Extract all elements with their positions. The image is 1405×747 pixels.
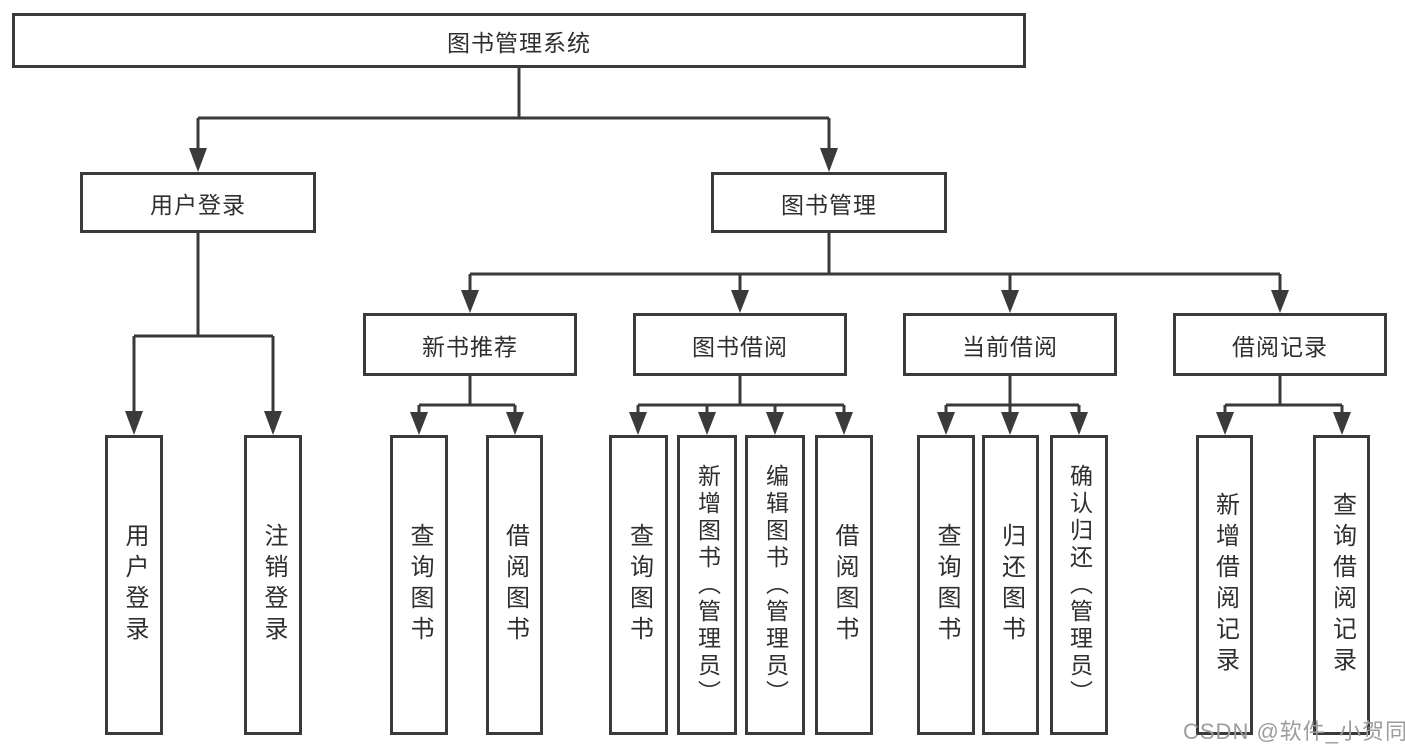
leaf-borrow-books-2: 借阅图书 xyxy=(815,435,873,735)
leaf-edit-books-admin: 编辑图书（管理员） xyxy=(745,435,805,735)
connector-current-borrow-group xyxy=(937,376,1088,435)
node-book-management: 图书管理 xyxy=(711,172,947,233)
connector-book-management-group xyxy=(461,233,1289,313)
csdn-watermark: CSDN @软件_小贺同学 xyxy=(1183,719,1405,744)
node-library-system: 图书管理系统 xyxy=(12,13,1026,68)
connector-new-book-group xyxy=(410,376,524,435)
node-new-book-recommend: 新书推荐 xyxy=(363,313,577,376)
node-current-borrow: 当前借阅 xyxy=(903,313,1117,376)
leaf-logout: 注销登录 xyxy=(244,435,302,735)
leaf-query-books-3: 查询图书 xyxy=(917,435,975,735)
leaf-borrow-books-1: 借阅图书 xyxy=(486,435,543,735)
connector-borrow-records-group xyxy=(1216,376,1351,435)
connector-book-borrow-group xyxy=(629,376,853,435)
leaf-query-books-1: 查询图书 xyxy=(390,435,448,735)
connector-user-login-group xyxy=(125,233,282,435)
leaf-user-login: 用户登录 xyxy=(105,435,163,735)
node-book-borrow: 图书借阅 xyxy=(633,313,847,376)
leaf-confirm-return-admin: 确认归还（管理员） xyxy=(1050,435,1108,735)
leaf-query-borrow-record: 查询借阅记录 xyxy=(1313,435,1370,735)
node-borrow-records: 借阅记录 xyxy=(1173,313,1387,376)
node-user-login: 用户登录 xyxy=(80,172,316,233)
leaf-query-books-2: 查询图书 xyxy=(609,435,668,735)
leaf-add-borrow-record: 新增借阅记录 xyxy=(1196,435,1253,735)
leaf-add-books-admin: 新增图书（管理员） xyxy=(677,435,737,735)
connector-root-to-level2 xyxy=(189,68,838,172)
leaf-return-books: 归还图书 xyxy=(982,435,1039,735)
